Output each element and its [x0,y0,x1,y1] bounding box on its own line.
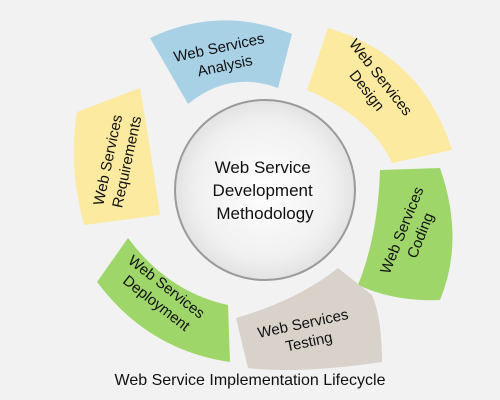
center-hub: Web Service Development Methodology [174,99,356,281]
center-title-line2: Development [213,181,313,200]
stage-testing: Web Services Testing [236,268,382,370]
stage-analysis: Web Services Analysis [150,20,292,104]
center-title-line3: Methodology [216,204,314,223]
svg-text:Web Services Requirement: Web Services Requirements [90,109,145,211]
stage-requirements: Web Services Requirements [73,88,160,225]
stage-testing-shape [236,268,382,370]
stage-design: Web Services Design [307,28,452,163]
svg-text:Web Service Development: Web Service Development Methodology [213,158,318,223]
stage-coding: Web Services Coding [358,168,453,301]
stage-requirements-shape [73,88,160,225]
diagram-caption: Web Service Implementation Lifecycle [114,372,386,389]
center-circle [174,99,356,281]
stage-design-shape [307,28,452,163]
stage-analysis-shape [150,20,292,104]
center-title-line1: Web Service [215,158,311,177]
stage-deployment-shape [97,238,230,362]
stage-coding-shape [358,168,453,301]
